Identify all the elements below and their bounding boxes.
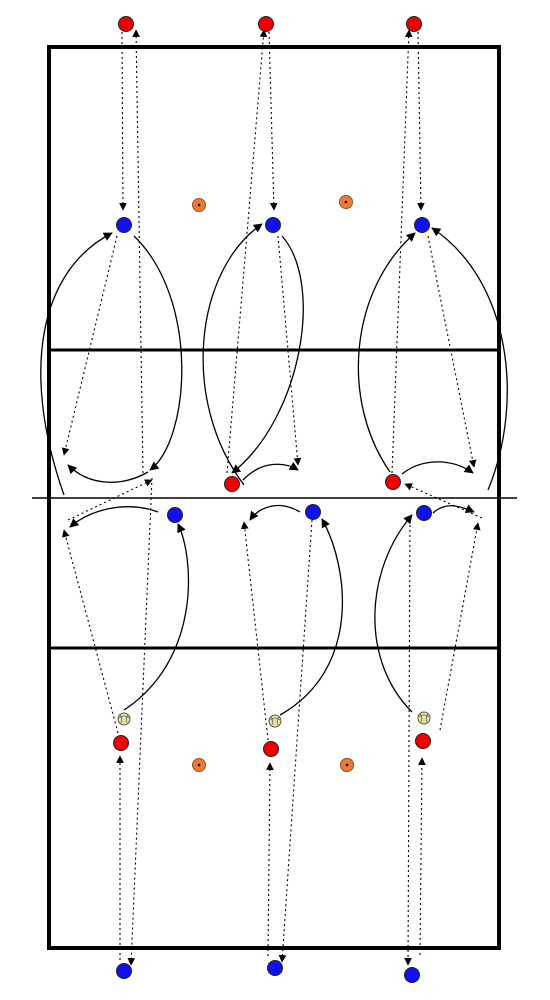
dotted-arrow <box>404 519 412 966</box>
players <box>113 16 432 983</box>
volleyball-icon-lane-3 <box>417 711 431 725</box>
dotted-arrow <box>266 762 274 957</box>
player-red-bottom-back-1 <box>113 735 129 751</box>
volleyball-icon-lane-2 <box>268 714 282 728</box>
curved-arrow <box>374 514 413 713</box>
dotted-arrow <box>62 529 119 734</box>
curved-arrow <box>249 504 301 521</box>
dotted-arrow <box>226 29 268 474</box>
player-red-bottom-back-2 <box>263 741 279 757</box>
dotted-arrow <box>61 235 118 456</box>
dotted-arrow <box>427 235 477 468</box>
dotted-arrow <box>391 29 413 474</box>
curved-arrow <box>133 235 183 471</box>
dotted-arrow <box>278 519 313 963</box>
curved-arrow <box>231 235 304 474</box>
cone-top-2 <box>339 195 353 209</box>
volleyball-icon-lane-1 <box>117 712 131 726</box>
balls <box>117 711 431 728</box>
cone-top-1 <box>192 198 206 212</box>
player-blue-top-back-1 <box>116 217 132 233</box>
curved-arrow <box>357 232 416 473</box>
player-blue-net-bottom-2 <box>305 504 321 520</box>
dotted-arrow <box>439 522 481 731</box>
player-blue-top-back-3 <box>414 217 430 233</box>
dotted-arrow <box>127 477 153 966</box>
curved-arrow <box>242 461 299 481</box>
dotted-arrow <box>417 31 425 211</box>
dotted-arrow <box>240 521 269 741</box>
dotted-arrow <box>404 483 483 519</box>
curved-arrow <box>67 464 149 483</box>
curved-arrow <box>69 506 159 528</box>
player-blue-net-bottom-3 <box>416 505 432 521</box>
player-red-net-top-2 <box>224 476 240 492</box>
player-blue-top-back-2 <box>265 217 281 233</box>
curved-arrow <box>431 227 508 491</box>
player-blue-net-bottom-1 <box>167 507 183 523</box>
dotted-arrows <box>61 29 483 966</box>
dotted-arrow <box>268 31 278 211</box>
player-red-net-top-3 <box>385 474 401 490</box>
cones <box>192 195 354 772</box>
dotted-arrow <box>67 479 153 521</box>
curved-arrow <box>202 223 263 486</box>
player-red-top-queue-2 <box>258 16 274 32</box>
curved-arrow <box>432 504 475 514</box>
court <box>32 45 517 950</box>
curved-arrows <box>40 223 508 716</box>
cone-bottom-3 <box>340 758 354 772</box>
curved-arrow <box>279 518 344 716</box>
player-red-bottom-back-3 <box>415 733 431 749</box>
curved-arrow <box>123 523 190 711</box>
dotted-arrow <box>119 31 127 211</box>
player-blue-bottom-queue-2 <box>267 960 283 976</box>
curved-arrow <box>401 461 474 475</box>
dotted-arrow <box>418 757 426 956</box>
dotted-arrow <box>277 235 302 466</box>
player-blue-bottom-queue-1 <box>116 963 132 979</box>
player-red-top-queue-3 <box>406 16 422 32</box>
dotted-arrow <box>132 29 144 474</box>
player-blue-bottom-queue-3 <box>404 967 420 983</box>
cone-bottom-1 <box>192 758 206 772</box>
curved-arrow <box>40 232 113 496</box>
player-red-top-queue-1 <box>118 16 134 32</box>
